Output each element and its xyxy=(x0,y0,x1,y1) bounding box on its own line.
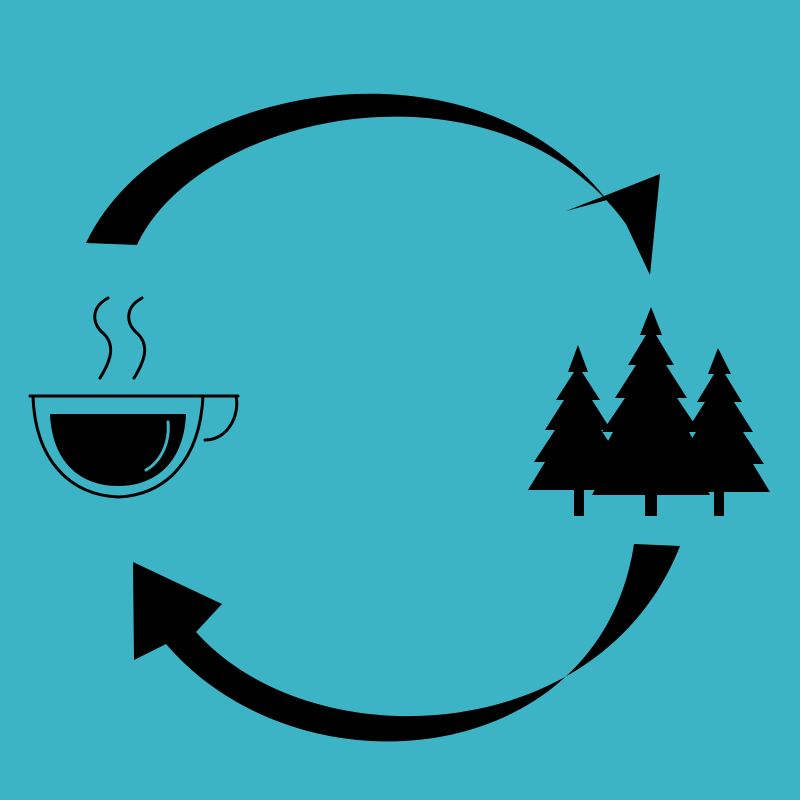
clockwise-arrow-bottom-icon xyxy=(133,544,680,742)
pine-trees-icon xyxy=(528,307,770,516)
coffee-cup-icon xyxy=(28,296,240,499)
clockwise-arrow-top-icon xyxy=(86,93,660,275)
